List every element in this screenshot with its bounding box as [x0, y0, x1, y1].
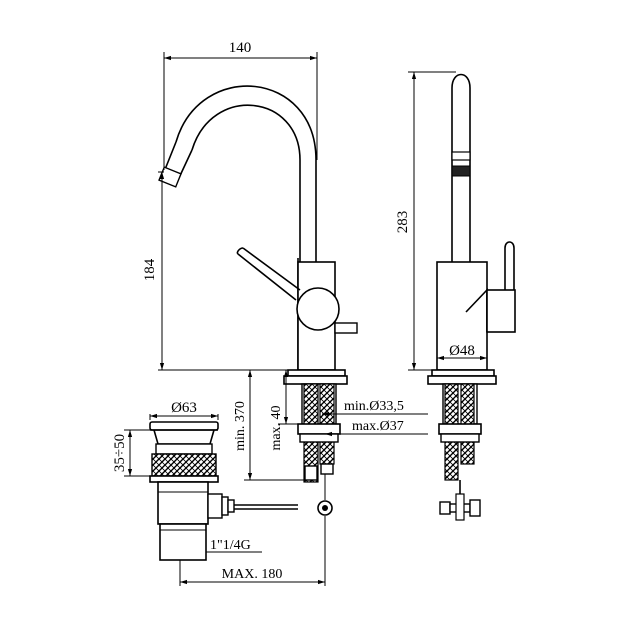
dim-hose-min-label: min. 370 — [233, 401, 248, 451]
dim-hole-max-label: max.Ø37 — [352, 419, 404, 434]
front-view-faucet — [158, 85, 358, 516]
dim-deck-max-label: max. 40 — [269, 405, 284, 450]
pop-up-waste — [149, 421, 298, 561]
dim-hose-min: min. 370 — [233, 369, 304, 481]
dim-spout-height-label: 184 — [142, 258, 158, 281]
dim-hole-diameters: min.Ø33,5 max.Ø37 — [322, 399, 428, 437]
dim-total-height: 283 — [395, 71, 456, 371]
dim-rod-max: MAX. 180 — [179, 516, 326, 586]
dim-reach: 140 — [163, 40, 318, 170]
dim-waste-range-label: 35÷50 — [112, 434, 128, 472]
dim-reach-label: 140 — [229, 40, 252, 56]
dim-total-height-label: 283 — [395, 211, 411, 234]
dim-hole-min-label: min.Ø33,5 — [344, 399, 404, 414]
dim-waste-diameter: Ø63 — [149, 400, 219, 420]
dim-deck-max: max. 40 — [269, 369, 298, 451]
dim-waste-thread-label: 1"1/4G — [210, 538, 251, 553]
dim-waste-range: 35÷50 — [112, 429, 150, 477]
dim-waste-thread: 1"1/4G — [206, 538, 262, 553]
dim-waste-diameter-label: Ø63 — [171, 400, 197, 416]
side-view-faucet — [427, 73, 516, 521]
dim-body-diameter: Ø48 — [437, 343, 487, 361]
dim-spout-height: 184 — [142, 171, 284, 371]
dim-body-diameter-label: Ø48 — [449, 343, 475, 359]
dim-rod-max-label: MAX. 180 — [222, 567, 283, 582]
